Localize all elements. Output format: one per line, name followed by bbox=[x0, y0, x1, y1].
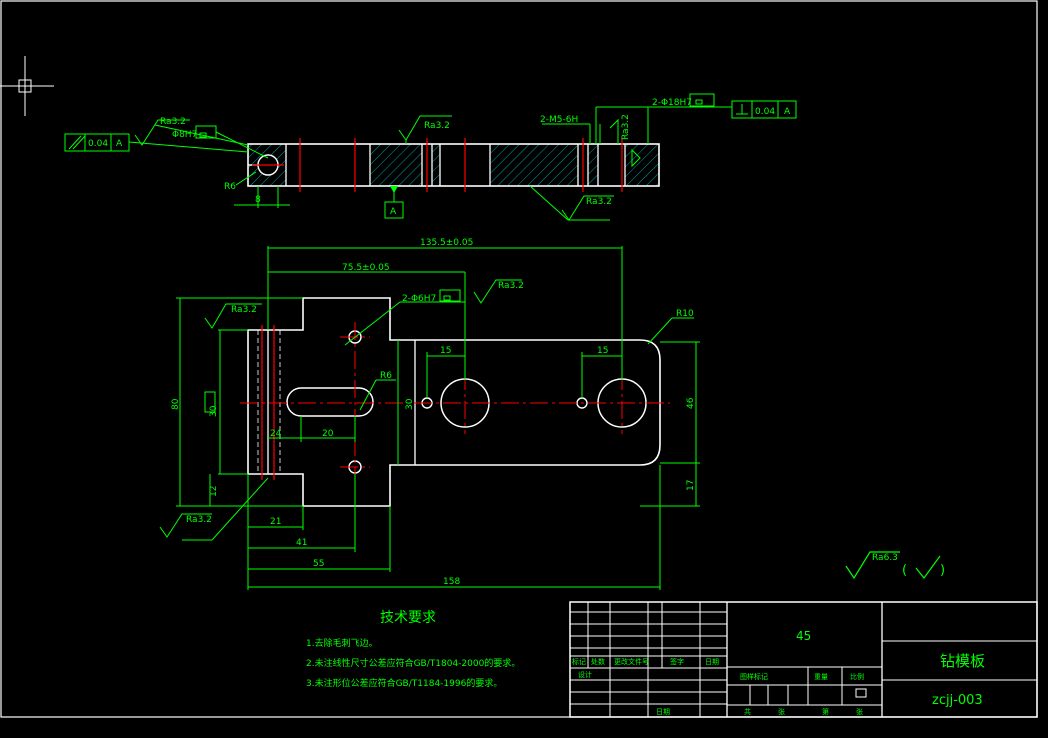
dim-135-5: 135.5±0.05 bbox=[420, 238, 473, 248]
small-holes-label: 2-Φ6H7 bbox=[402, 294, 436, 304]
top-section-view bbox=[247, 138, 660, 192]
front-view-dimensions bbox=[159, 246, 700, 590]
crosshair-cursor-icon bbox=[0, 56, 54, 116]
general-roughness-value: Ra6.3 bbox=[872, 553, 898, 563]
bottom-cell-total: 共 bbox=[744, 707, 751, 716]
tech-req-title: 技术要求 bbox=[380, 610, 436, 626]
dim-75-5: 75.5±0.05 bbox=[342, 263, 390, 273]
right-hole-label: 2-Φ18H7 bbox=[652, 98, 692, 108]
dim-30-inner: 30 bbox=[405, 398, 415, 410]
dim-30-left: 30 bbox=[209, 405, 219, 417]
date-cell: 日期 bbox=[656, 708, 670, 716]
header-cell-date: 日期 bbox=[705, 658, 719, 666]
perp-datum: A bbox=[784, 107, 791, 117]
top-view-annotations bbox=[64, 93, 797, 221]
left-radius-label: R6 bbox=[224, 182, 236, 192]
header-cell-file: 更改文件号 bbox=[614, 657, 649, 666]
stage-cell-weight: 重量 bbox=[814, 673, 828, 681]
general-roughness-open: ( bbox=[902, 563, 907, 578]
dim-15-b: 15 bbox=[597, 346, 608, 356]
bottom-cell-no: 第 bbox=[822, 707, 829, 716]
dim-80: 80 bbox=[171, 398, 181, 410]
datum-a-triangle bbox=[390, 186, 398, 193]
front-left-roughness: Ra3.2 bbox=[231, 305, 257, 315]
bottom-cell-sheets-a: 张 bbox=[778, 707, 785, 716]
dim-55: 55 bbox=[313, 559, 324, 569]
flatness-datum: A bbox=[116, 139, 123, 149]
drawing-border bbox=[0, 0, 1038, 718]
dim-15-a: 15 bbox=[440, 346, 451, 356]
dim-20: 20 bbox=[322, 429, 334, 439]
thread-label: 2-M5-6H bbox=[540, 115, 578, 125]
bottom-cell-sheets-b: 张 bbox=[856, 707, 863, 716]
front-view bbox=[240, 297, 670, 507]
dim-12: 12 bbox=[209, 486, 219, 497]
perp-value: 0.04 bbox=[755, 107, 775, 117]
part-name: 钻模板 bbox=[940, 652, 985, 670]
right-roughness-vertical: Ra3.2 bbox=[621, 114, 631, 140]
left-roughness-label: Ra3.2 bbox=[160, 117, 186, 127]
dim-21: 21 bbox=[270, 517, 281, 527]
left-dim-8: 8 bbox=[255, 195, 261, 205]
dim-46: 46 bbox=[686, 397, 696, 409]
tech-req-line-3: 3.未注形位公差应符合GB/T1184-1996的要求。 bbox=[306, 677, 502, 689]
left-hole-label: Φ8H7 bbox=[172, 130, 197, 140]
general-roughness-symbol bbox=[845, 551, 941, 580]
flatness-value: 0.04 bbox=[88, 139, 108, 149]
header-cell-mark: 标记 bbox=[572, 657, 586, 666]
general-roughness-close: ) bbox=[940, 563, 945, 578]
stage-cell-scale: 比例 bbox=[850, 672, 864, 681]
header-cell-count: 处数 bbox=[591, 657, 605, 666]
datum-a-label: A bbox=[390, 207, 397, 217]
tech-req-line-2: 2.未注线性尺寸公差应符合GB/T1804-2000的要求。 bbox=[306, 657, 520, 669]
radius-r10: R10 bbox=[676, 309, 694, 319]
dim-24: 24 bbox=[270, 429, 282, 439]
header-cell-sign: 签字 bbox=[670, 657, 684, 666]
mid-roughness-label: Ra3.2 bbox=[424, 121, 450, 131]
front-top-roughness: Ra3.2 bbox=[498, 281, 524, 291]
bottom-roughness-label: Ra3.2 bbox=[586, 197, 612, 207]
dim-41: 41 bbox=[296, 538, 307, 548]
front-bottom-roughness: Ra3.2 bbox=[186, 515, 212, 525]
title-block bbox=[569, 601, 1038, 718]
slot-radius-r6: R6 bbox=[380, 371, 392, 381]
tech-req-line-1: 1.去除毛刺飞边。 bbox=[306, 637, 378, 649]
row-design: 设计 bbox=[578, 670, 592, 679]
dim-17: 17 bbox=[686, 480, 696, 491]
stage-cell-mark: 图样标记 bbox=[740, 672, 768, 681]
drawing-number: zcjj-003 bbox=[932, 693, 983, 708]
dim-158: 158 bbox=[443, 577, 460, 587]
material-label: 45 bbox=[796, 629, 811, 643]
